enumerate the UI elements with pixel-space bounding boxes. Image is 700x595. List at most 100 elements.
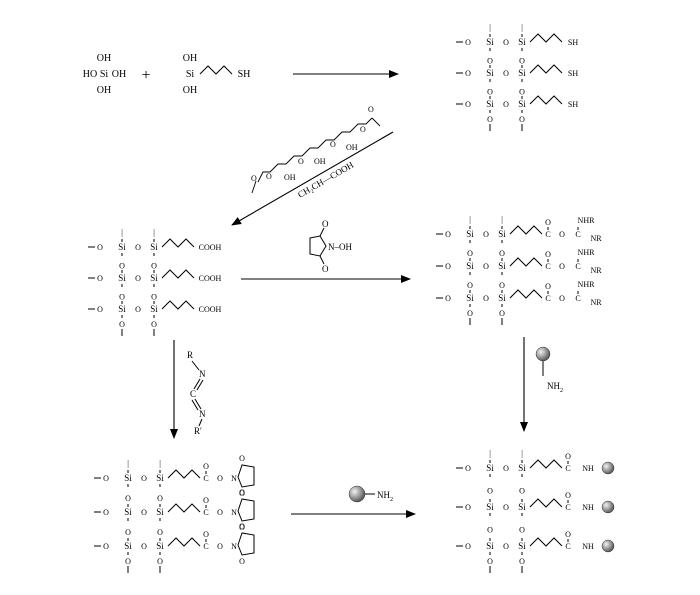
alkyl-chain: [161, 238, 195, 248]
grey-sphere-icon: [601, 539, 615, 553]
c-label: C: [203, 542, 208, 551]
si-label: Si: [156, 541, 164, 551]
o-label: O: [151, 262, 157, 271]
succinimide-ring: [237, 464, 255, 488]
nhs-reagent: O O N–OH: [309, 219, 352, 274]
oh-label: OH: [97, 53, 111, 64]
o-label: O: [465, 542, 471, 551]
grey-sphere-icon: [601, 500, 615, 514]
o-label: O: [119, 293, 125, 302]
si-label: Si: [466, 261, 474, 271]
si-label: Si: [466, 229, 474, 239]
si-label: Si: [498, 293, 506, 303]
o-label: O: [483, 262, 489, 271]
succinimide-ring: [237, 532, 255, 556]
alkyl-chain: [529, 498, 563, 508]
si-label: Si: [124, 541, 132, 551]
n-oh-label: N–OH: [328, 242, 352, 252]
o-label: O: [467, 249, 473, 258]
succinimide-ring: [309, 235, 327, 257]
oh-label: OH: [346, 143, 358, 152]
si-label: Si: [156, 507, 164, 517]
oh-label: OH: [183, 53, 197, 64]
nh-label: NH: [582, 542, 594, 551]
double-bond: [193, 378, 201, 390]
o-label: O: [217, 474, 223, 483]
si-label: Si: [518, 502, 526, 512]
o-label: O: [519, 88, 525, 97]
o-label: O: [239, 557, 245, 566]
o-label: O: [97, 274, 103, 283]
si-label: Si: [118, 273, 126, 283]
si-label: Si: [124, 507, 132, 517]
o-label: O: [360, 125, 366, 134]
c-label: C: [565, 542, 570, 551]
o-label: O: [559, 294, 565, 303]
propyl-chain: [199, 65, 233, 75]
n-label: N: [231, 474, 237, 483]
bond: |: [127, 459, 129, 468]
cooh-label: COOH: [199, 305, 222, 314]
o-label: O: [97, 305, 103, 314]
succinimide-ring: [237, 498, 255, 522]
o-label: O: [465, 464, 471, 473]
o-label: O: [487, 526, 493, 535]
o-label: O: [499, 309, 505, 318]
c-label: C: [545, 230, 550, 239]
o-label: O: [97, 243, 103, 252]
o-label: O: [465, 38, 471, 47]
o-label: O: [445, 230, 451, 239]
reaction-arrows: [170, 70, 528, 518]
grey-sphere-icon: [601, 461, 615, 475]
si-label: Si: [124, 473, 132, 483]
c-label: C: [545, 262, 550, 271]
oh-label: OH: [97, 85, 111, 96]
alkyl-chain: [161, 269, 195, 279]
carbodiimide-reagent: R N C N R′: [187, 350, 206, 436]
si-label: Si: [150, 304, 158, 314]
o-label: O: [519, 115, 525, 124]
c-label: C: [545, 294, 550, 303]
o-label: O: [503, 503, 509, 512]
c-label: C: [203, 474, 208, 483]
o-label: O: [141, 542, 147, 551]
si-label: Si: [486, 68, 494, 78]
acrylate-bond-left: [251, 180, 257, 194]
si-label: Si: [486, 463, 494, 473]
o-label: O: [445, 262, 451, 271]
bond: |: [501, 215, 503, 224]
o-label: O: [103, 508, 109, 517]
nr-label: NR: [590, 234, 602, 243]
o-label: O: [503, 464, 509, 473]
o-label: O: [487, 57, 493, 66]
bond: |: [489, 23, 491, 32]
o-label: O: [298, 157, 304, 166]
alkyl-chain: [509, 225, 543, 235]
o-label: O: [239, 454, 245, 463]
si-label: Si: [518, 68, 526, 78]
si-label: Si: [486, 541, 494, 551]
si-label: Si: [150, 273, 158, 283]
nhr-label: NHR: [578, 280, 596, 289]
o-label: O: [119, 262, 125, 271]
alkyl-chain: [529, 537, 563, 547]
alkyl-chain: [529, 64, 563, 74]
o-label: O: [565, 452, 571, 461]
n-label: N: [199, 409, 206, 419]
si-label: Si: [118, 242, 126, 252]
grey-sphere-icon: [348, 485, 366, 503]
acrylic-acid-label: CH₂CH—COOH: [296, 159, 356, 199]
o-label: O: [103, 474, 109, 483]
n-label: N: [231, 542, 237, 551]
amine-particle-reagent-bottom: NH2: [348, 485, 393, 503]
o-label: O: [503, 69, 509, 78]
si-label: Si: [518, 541, 526, 551]
o-label: O: [135, 274, 141, 283]
arrow-thiol-ene: [231, 131, 394, 226]
o-label: O: [487, 557, 493, 566]
o-label: O: [217, 542, 223, 551]
si-label: Si: [156, 473, 164, 483]
